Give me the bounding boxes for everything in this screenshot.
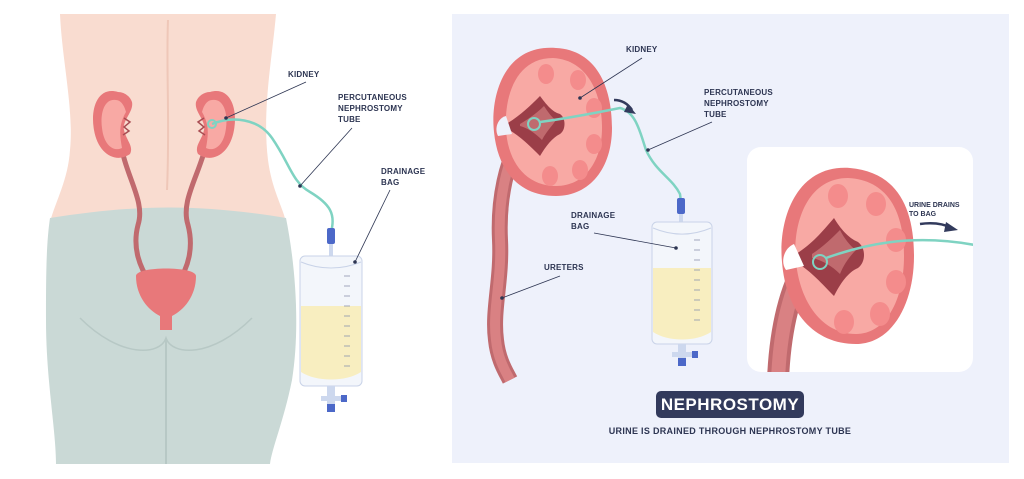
left-tube-label-line3: TUBE bbox=[338, 115, 361, 124]
left-bag-label-line2: BAG bbox=[381, 178, 399, 187]
right-label-kidney: KIDNEY bbox=[578, 45, 658, 100]
right-tube-label-line2: NEPHROSTOMY bbox=[704, 99, 769, 108]
urine-drains-label-line1: URINE DRAINS bbox=[909, 202, 960, 209]
left-ureter bbox=[117, 135, 153, 285]
subtitle: URINE IS DRAINED THROUGH NEPHROSTOMY TUB… bbox=[609, 426, 852, 436]
left-label-bag: DRAINAGE BAG bbox=[353, 167, 426, 264]
right-bag-label-line2: BAG bbox=[571, 222, 589, 231]
right-label-ureters: URETERS bbox=[500, 263, 584, 300]
right-kidney-large bbox=[493, 47, 612, 196]
right-drainage-bag bbox=[651, 198, 713, 366]
left-label-kidney: KIDNEY bbox=[224, 70, 320, 120]
right-label-bag: DRAINAGE BAG bbox=[571, 211, 678, 250]
urine-drains-label-line2: TO BAG bbox=[909, 211, 937, 218]
zoom-inset: URINE DRAINS TO BAG bbox=[747, 147, 973, 372]
left-drainage-bag bbox=[299, 228, 363, 412]
page-title: NEPHROSTOMY bbox=[661, 395, 800, 414]
right-label-tube: PERCUTANEOUS NEPHROSTOMY TUBE bbox=[646, 88, 773, 152]
right-tube-label-line3: TUBE bbox=[704, 110, 727, 119]
left-tube-label-line2: NEPHROSTOMY bbox=[338, 104, 403, 113]
title-badge: NEPHROSTOMY bbox=[656, 391, 804, 418]
left-kidney-label: KIDNEY bbox=[288, 70, 320, 79]
right-kidney-label: KIDNEY bbox=[626, 45, 658, 54]
left-kidney bbox=[93, 90, 133, 158]
bladder bbox=[136, 268, 196, 330]
pants bbox=[46, 207, 297, 464]
right-nephrostomy-tube bbox=[539, 106, 683, 203]
left-nephrostomy-tube bbox=[211, 118, 334, 233]
right-bag-label-line1: DRAINAGE bbox=[571, 211, 616, 220]
left-panel: KIDNEY PERCUTANEOUS NEPHROSTOMY TUBE DRA… bbox=[46, 14, 426, 464]
right-panel: URINE DRAINS TO BAG KIDNEY PERCUTANEOUS … bbox=[452, 14, 1009, 463]
right-tube-label-line1: PERCUTANEOUS bbox=[704, 88, 773, 97]
left-label-tube: PERCUTANEOUS NEPHROSTOMY TUBE bbox=[298, 93, 407, 188]
right-ureter bbox=[175, 135, 211, 285]
ureters-label: URETERS bbox=[544, 263, 584, 272]
left-tube-label-line1: PERCUTANEOUS bbox=[338, 93, 407, 102]
left-bag-label-line1: DRAINAGE bbox=[381, 167, 426, 176]
